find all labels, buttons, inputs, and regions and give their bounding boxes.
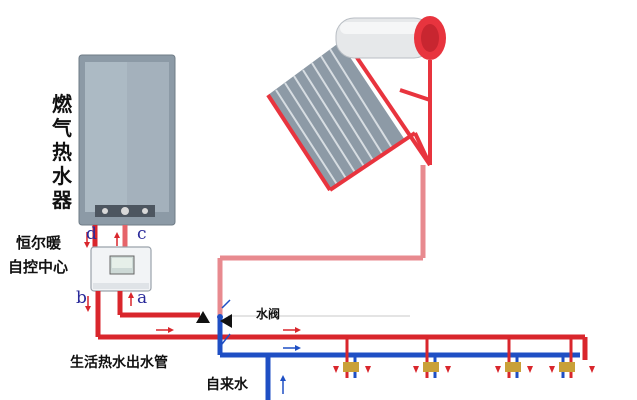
hot-outlet-label: 生活热水出水管 — [70, 355, 168, 371]
cold-water-pipe — [217, 318, 580, 400]
controller-box — [90, 246, 152, 292]
tap-water-label: 自来水 — [206, 377, 248, 393]
valve-label: 水阀 — [256, 307, 281, 321]
hot-water-pipe — [95, 291, 588, 360]
controller-label-line2: 自控中心 — [8, 258, 69, 276]
port-label-d: d — [86, 224, 97, 244]
port-label-c: c — [137, 224, 147, 244]
port-label-a: a — [137, 288, 148, 308]
port-label-b: b — [76, 288, 87, 308]
flow-arrows — [84, 232, 301, 394]
faucet-2 — [423, 337, 439, 378]
water-valve — [196, 311, 232, 328]
faucet-branches — [333, 337, 595, 378]
faucet-4 — [559, 337, 575, 378]
solar-pipe — [217, 165, 426, 315]
heater-title: 燃气热水器 — [52, 92, 72, 212]
faucet-1 — [343, 337, 359, 378]
faucet-3 — [505, 337, 521, 378]
solar-water-heater — [266, 16, 446, 192]
controller-label-line1: 恒尔暖 — [16, 234, 62, 252]
gas-water-heater — [78, 54, 176, 226]
